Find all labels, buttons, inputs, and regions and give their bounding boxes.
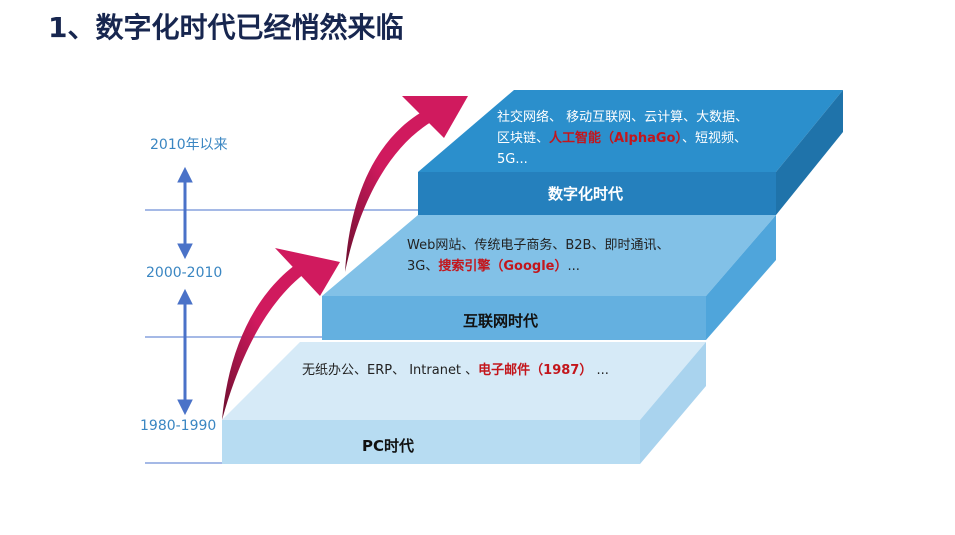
highlight-text: 电子邮件（1987） (478, 363, 593, 378)
items-text: 无纸办公、ERP、 Intranet 、 (302, 363, 479, 378)
items-text: 区块链、 (497, 131, 550, 146)
internet-era-items: Web网站、传统电子商务、B2B、即时通讯、 3G、搜索引擎（Google）..… (407, 235, 669, 277)
pc-era-items: 无纸办公、ERP、 Intranet 、电子邮件（1987） ... (302, 360, 609, 381)
timeline-label-2010: 2010年以来 (150, 137, 228, 153)
items-text: ... (592, 363, 609, 378)
items-line: 5G... (497, 152, 528, 167)
curved-arrow-icon (222, 248, 340, 420)
timeline-label-1980: 1980-1990 (140, 418, 217, 434)
items-line: 3G、搜索引擎（Google）... (407, 256, 669, 277)
digital-era-slab (418, 90, 843, 215)
highlight-text: 搜索引擎（Google） (438, 259, 568, 274)
digital-era-items: 社交网络、 移动互联网、云计算、大数据、 区块链、人工智能（AlphaGo）、短… (497, 107, 748, 170)
items-line: Web网站、传统电子商务、B2B、即时通讯、 (407, 238, 670, 253)
page-title: 1、数字化时代已经悄然来临 (48, 11, 404, 44)
highlight-text: 人工智能（AlphaGo） (549, 131, 682, 146)
timeline-label-2000: 2000-2010 (146, 265, 223, 281)
curved-arrow-icon (345, 96, 468, 272)
double-arrow-icon (177, 288, 193, 416)
internet-era-label: 互联网时代 (463, 312, 539, 330)
digital-era-label: 数字化时代 (548, 185, 624, 203)
items-text: 、短视频、 (681, 131, 747, 146)
items-text: ... (567, 259, 580, 274)
items-line: 社交网络、 移动互联网、云计算、大数据、 (497, 110, 749, 125)
pc-era-label: PC时代 (362, 437, 415, 455)
pc-era-slab (222, 342, 706, 464)
double-arrow-icon (177, 166, 193, 260)
items-text: 3G、 (407, 259, 439, 274)
internet-era-slab (322, 215, 776, 340)
items-line: 区块链、人工智能（AlphaGo）、短视频、 (497, 128, 748, 149)
